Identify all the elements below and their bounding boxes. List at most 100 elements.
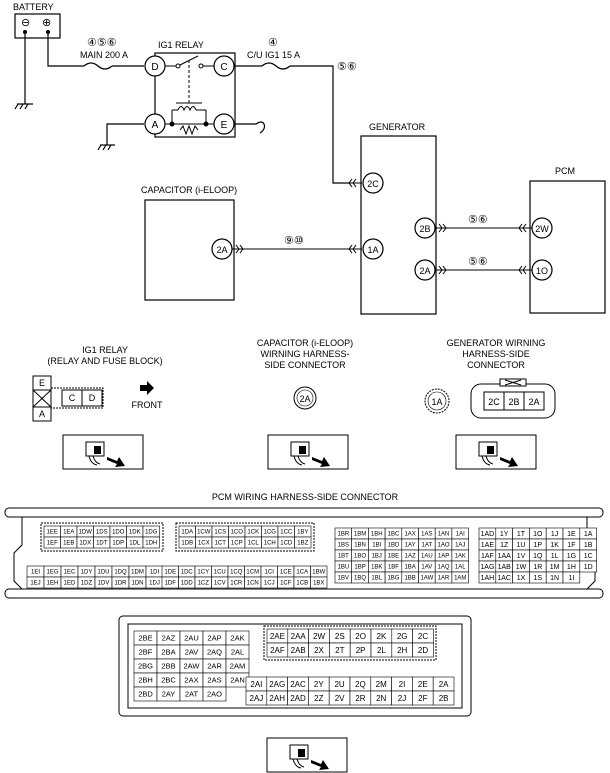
pcm-pin-1y: 1Y bbox=[495, 527, 513, 540]
svg-text:1DE: 1DE bbox=[164, 570, 176, 576]
svg-text:1BJ: 1BJ bbox=[372, 554, 382, 560]
generator-label: GENERATOR bbox=[369, 122, 426, 132]
pcm-pin-1bh: 1BH bbox=[368, 527, 386, 540]
svg-text:2Z: 2Z bbox=[314, 694, 323, 703]
svg-text:2A: 2A bbox=[419, 266, 430, 276]
svg-text:1M: 1M bbox=[550, 564, 560, 571]
pcm-pin-1be: 1BE bbox=[384, 549, 403, 562]
pcm-pin-1r: 1R bbox=[529, 560, 547, 573]
pcm-pin-1dh: 1DH bbox=[142, 536, 160, 549]
svg-text:2AO: 2AO bbox=[207, 690, 222, 699]
pcm-pin-1m: 1M bbox=[545, 560, 564, 573]
pcm-pin-1bk: 1BK bbox=[368, 560, 386, 573]
pcm-pin-1dq: 1DQ bbox=[111, 565, 130, 578]
svg-text:1DF: 1DF bbox=[165, 581, 177, 587]
svg-text:2AJ: 2AJ bbox=[250, 694, 264, 703]
pcm-pin-1ch: 1CH bbox=[261, 536, 279, 549]
svg-text:2AY: 2AY bbox=[162, 690, 176, 699]
pcm-pin-1ei: 1EI bbox=[26, 565, 45, 578]
pcm-pin-1da: 1DA bbox=[178, 525, 196, 538]
svg-text:1DU: 1DU bbox=[97, 570, 109, 576]
pcm-pin-2ac: 2AC bbox=[287, 676, 309, 692]
pcm-pin-2am: 2AM bbox=[225, 658, 250, 674]
pcm-pin-1ar: 1AR bbox=[434, 571, 453, 584]
svg-text:2AN: 2AN bbox=[230, 676, 245, 685]
svg-text:1CQ: 1CQ bbox=[230, 570, 243, 576]
svg-text:1AD: 1AD bbox=[481, 531, 495, 538]
pcm-pin-2ak: 2AK bbox=[225, 630, 250, 646]
pcm-pin-2o: 2O bbox=[349, 628, 372, 644]
pcm-pin-1ah: 1AH bbox=[478, 571, 497, 584]
pcm-pin-1eg: 1EG bbox=[43, 565, 62, 578]
pcm-pin-2av: 2AV bbox=[179, 644, 204, 660]
svg-text:1DB: 1DB bbox=[181, 541, 193, 547]
svg-text:1CF: 1CF bbox=[280, 581, 292, 587]
svg-text:1P: 1P bbox=[534, 542, 543, 549]
pcm-pin-2ax: 2AX bbox=[179, 672, 204, 688]
pcm-pin-1ay: 1AY bbox=[401, 538, 419, 551]
svg-text:2J: 2J bbox=[398, 694, 406, 703]
pcm-pin-2ah: 2AH bbox=[266, 690, 288, 706]
svg-text:FRONT: FRONT bbox=[132, 400, 163, 410]
svg-text:1EJ: 1EJ bbox=[30, 581, 40, 587]
pcm-pin-1ef: 1EF bbox=[43, 536, 61, 549]
svg-text:1EF: 1EF bbox=[47, 541, 58, 547]
gen-pin-2c bbox=[362, 172, 384, 194]
svg-text:1O: 1O bbox=[533, 531, 543, 538]
svg-text:1BU: 1BU bbox=[338, 565, 350, 571]
svg-text:2AT: 2AT bbox=[185, 690, 199, 699]
pcm-pin-1ea: 1EA bbox=[60, 525, 78, 538]
pcm-pin-1cg: 1CG bbox=[261, 525, 279, 538]
pcm-pin-2aj: 2AJ bbox=[245, 690, 268, 706]
svg-text:1AR: 1AR bbox=[438, 576, 450, 582]
svg-text:1AW: 1AW bbox=[420, 576, 433, 582]
svg-text:2AF: 2AF bbox=[270, 646, 285, 655]
pcm-pin-1g: 1G bbox=[562, 549, 581, 562]
svg-text:2AA: 2AA bbox=[291, 632, 307, 641]
pcm-pin-2r: 2R bbox=[349, 690, 372, 706]
svg-text:1EH: 1EH bbox=[47, 581, 59, 587]
svg-text:2Y: 2Y bbox=[314, 680, 324, 689]
pcm-pin-1o: 1O bbox=[529, 527, 547, 540]
svg-text:2P: 2P bbox=[356, 646, 366, 655]
svg-text:1AS: 1AS bbox=[421, 532, 432, 538]
pcm-pin-1bj: 1BJ bbox=[368, 549, 386, 562]
svg-text:1CO: 1CO bbox=[231, 530, 244, 536]
svg-text:1K: 1K bbox=[550, 542, 559, 549]
svg-text:1BO: 1BO bbox=[354, 554, 366, 560]
pcm-pin-1cl: 1CL bbox=[244, 536, 262, 549]
relay-coil-icon bbox=[165, 102, 214, 136]
svg-text:2AG: 2AG bbox=[269, 680, 285, 689]
svg-text:1BH: 1BH bbox=[371, 532, 383, 538]
pcm-pin-1q: 1Q bbox=[529, 549, 547, 562]
pcm-pin-1f: 1F bbox=[562, 538, 581, 551]
svg-text:1CW: 1CW bbox=[197, 530, 211, 536]
svg-text:1DZ: 1DZ bbox=[81, 581, 93, 587]
svg-text:2AB: 2AB bbox=[291, 646, 306, 655]
svg-text:1O: 1O bbox=[536, 266, 548, 276]
pcm-pin-1cf: 1CF bbox=[277, 576, 295, 589]
generator: GENERATOR 2C 1A 2B 2A bbox=[360, 122, 437, 315]
pcm-pin-2an: 2AN bbox=[225, 672, 250, 688]
svg-text:1X: 1X bbox=[517, 575, 526, 582]
svg-text:1BP: 1BP bbox=[354, 565, 365, 571]
fuse-cu-num: ④ bbox=[268, 37, 278, 49]
svg-text:1AJ: 1AJ bbox=[455, 543, 465, 549]
pcm-pin-1al: 1AL bbox=[451, 560, 469, 573]
svg-text:1DI: 1DI bbox=[150, 570, 160, 576]
svg-text:CONNECTOR: CONNECTOR bbox=[467, 360, 525, 370]
svg-text:1AC: 1AC bbox=[497, 575, 511, 582]
svg-text:2D: 2D bbox=[418, 646, 428, 655]
svg-text:1CP: 1CP bbox=[231, 541, 243, 547]
pcm-pin-1cd: 1CD bbox=[277, 536, 295, 549]
ig1-relay-label: IG1 RELAY bbox=[158, 40, 204, 50]
pcm-pin-1ap: 1AP bbox=[434, 549, 453, 562]
pcm-pin-2be: 2BE bbox=[133, 630, 158, 646]
pcm-pin-1bi: 1BI bbox=[368, 538, 386, 551]
connector-plug-icon-1 bbox=[62, 434, 144, 470]
pcm-pin-1b: 1B bbox=[579, 538, 597, 551]
svg-text:C: C bbox=[69, 393, 76, 403]
svg-text:2AK: 2AK bbox=[230, 634, 244, 643]
svg-text:1V: 1V bbox=[517, 553, 526, 560]
svg-text:1CL: 1CL bbox=[248, 541, 260, 547]
